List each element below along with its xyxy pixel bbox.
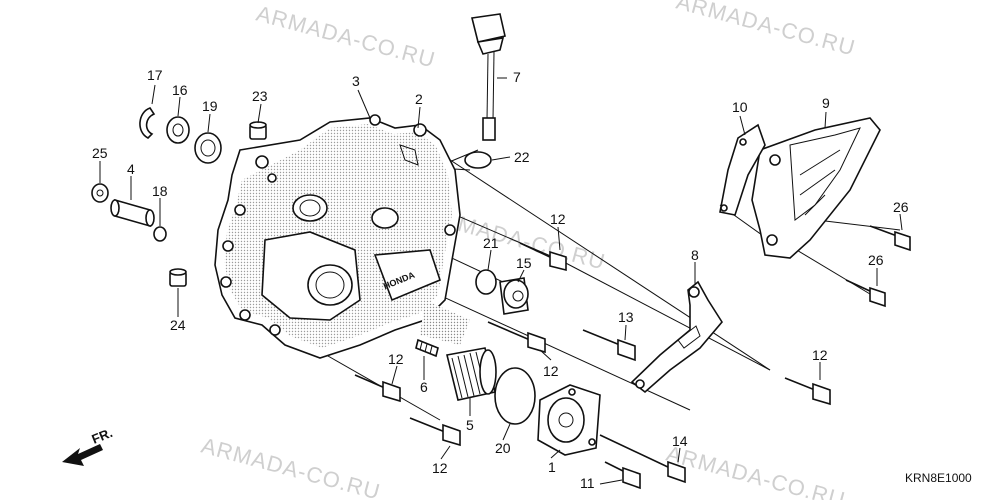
- oil-filter-5: [446, 347, 497, 401]
- label-part-11: 11: [580, 475, 595, 491]
- label-part-23: 23: [252, 88, 268, 104]
- watermark-top-right: ARMADA-CO.RU: [674, 0, 859, 61]
- label-part-14: 14: [672, 433, 688, 449]
- shaft-4: [110, 198, 155, 228]
- bracket-8: [630, 280, 723, 394]
- label-part-22: 22: [514, 149, 530, 165]
- circlip-17: [139, 107, 156, 139]
- label-part-12-left-upper: 12: [388, 351, 404, 367]
- label-part-26-upper: 26: [893, 199, 909, 215]
- label-part-2: 2: [415, 91, 423, 107]
- leader-lines: [99, 77, 903, 485]
- label-part-17: 17: [147, 67, 163, 83]
- label-part-12-mid: 12: [543, 363, 559, 379]
- label-part-15: 15: [516, 255, 532, 271]
- label-part-9: 9: [822, 95, 830, 111]
- label-part-4: 4: [127, 161, 135, 177]
- sprocket-cover-9: [751, 117, 881, 259]
- bolt-12-left-lower: [409, 417, 461, 447]
- washer-16: [166, 116, 190, 144]
- o-ring-22: [464, 151, 492, 169]
- front-direction-indicator: FR.: [62, 425, 115, 466]
- seal-19: [194, 132, 222, 164]
- label-part-21: 21: [483, 235, 499, 251]
- label-part-25: 25: [92, 145, 108, 161]
- gasket-10: [719, 123, 766, 216]
- label-part-13: 13: [618, 309, 634, 325]
- oil-dipstick: [471, 13, 506, 141]
- o-ring-20: [494, 367, 536, 425]
- watermark-bottom-right: ARMADA-CO.RU: [664, 441, 849, 500]
- crankcase-cover: HONDA: [214, 114, 470, 359]
- filter-cover-1: [537, 384, 601, 456]
- label-part-12-right: 12: [812, 347, 828, 363]
- label-part-26-lower: 26: [868, 252, 884, 268]
- label-part-5: 5: [466, 417, 474, 433]
- label-part-10: 10: [732, 99, 748, 115]
- label-part-24: 24: [170, 317, 186, 333]
- label-part-19: 19: [202, 98, 218, 114]
- part-labels: 3 2 7 22 23 17 16 19 25 4 18 24 10 9 26 …: [92, 67, 909, 491]
- bolt-12-upper: [519, 242, 567, 272]
- front-label: FR.: [90, 425, 115, 447]
- bolt-26-lower: [845, 279, 886, 308]
- bolts: [354, 225, 911, 490]
- label-part-3: 3: [352, 73, 360, 89]
- label-part-12-upper: 12: [550, 211, 566, 227]
- bolt-26-upper: [869, 225, 911, 252]
- washer-25: [91, 183, 109, 203]
- bolt-14: [599, 434, 686, 484]
- watermark-bottom-left: ARMADA-CO.RU: [199, 433, 384, 500]
- plug-15: [499, 277, 529, 315]
- bolt-11: [604, 461, 641, 490]
- o-ring-18: [153, 226, 167, 242]
- bolt-12-left-upper: [354, 374, 401, 403]
- o-ring-21: [475, 269, 497, 295]
- bolt-12-right: [784, 377, 831, 406]
- label-part-1: 1: [548, 459, 556, 475]
- label-part-8: 8: [691, 247, 699, 263]
- diagram-code: KRN8E1000: [905, 471, 972, 485]
- bushing-23: [249, 121, 267, 140]
- bushing-24: [169, 268, 187, 287]
- label-part-18: 18: [152, 183, 168, 199]
- label-part-12-left-lower: 12: [432, 460, 448, 476]
- front-arrow-icon: [62, 444, 103, 466]
- label-part-20: 20: [495, 440, 511, 456]
- label-part-7: 7: [513, 69, 521, 85]
- spring-6: [415, 338, 439, 358]
- watermark-top-left: ARMADA-CO.RU: [254, 1, 439, 73]
- label-part-16: 16: [172, 82, 188, 98]
- bolt-13: [582, 329, 636, 362]
- label-part-6: 6: [420, 379, 428, 395]
- bolt-12-mid: [487, 321, 546, 354]
